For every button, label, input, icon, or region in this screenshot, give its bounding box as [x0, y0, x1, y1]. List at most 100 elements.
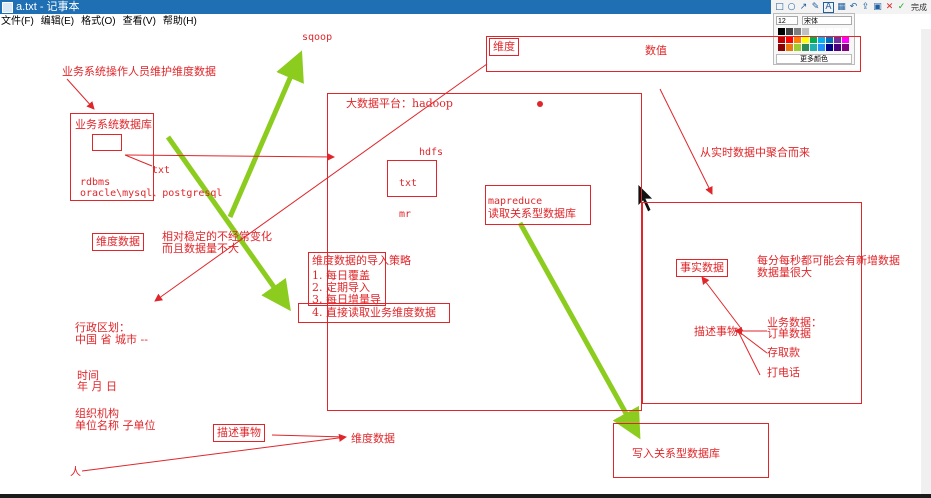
font-size-select[interactable]: 12 — [776, 16, 798, 25]
small-volume-label: 而且数据量不大 — [162, 242, 239, 255]
admin-region-levels: 中国 省 城市 -- — [75, 333, 148, 346]
color-swatch[interactable] — [818, 28, 825, 35]
time-label: 时间 — [77, 369, 99, 382]
menu-help[interactable]: 帮助(H) — [162, 16, 197, 27]
biz-db-box — [70, 113, 154, 201]
color-swatch[interactable] — [778, 44, 785, 51]
rdbms-label: rdbms — [80, 177, 111, 188]
arrow-tool-icon[interactable]: ↗ — [799, 1, 808, 12]
color-swatch[interactable] — [810, 36, 817, 43]
mapreduce-box — [485, 185, 591, 225]
menu-edit[interactable]: 编辑(E) — [40, 16, 75, 27]
font-family-select[interactable]: 宋体 — [802, 16, 852, 25]
color-swatch[interactable] — [794, 28, 801, 35]
notepad-text-area[interactable]: sqoop 业务系统操作人员维护维度数据 业务系统数据库 txt rdbms o… — [0, 29, 921, 494]
color-swatch[interactable] — [834, 36, 841, 43]
more-colors-button[interactable]: 更多颜色 — [776, 54, 852, 64]
text-tool-icon[interactable]: A — [823, 1, 834, 13]
hdfs-box — [387, 160, 437, 197]
biz-db-label: 业务系统数据库 — [75, 118, 152, 131]
window-title: a.txt - 记事本 — [16, 1, 80, 13]
share-icon[interactable]: ⇪ — [861, 1, 870, 12]
strategy-item-4: 4. 直接读取业务维度数据 — [312, 306, 436, 319]
relatively-stable-label: 相对稳定的不经常变化 — [162, 230, 272, 243]
dim-data-box: 维度数据 — [92, 233, 144, 251]
menu-bar: 文件(F) 编辑(E) 格式(O) 查看(V) 帮助(H) — [0, 14, 931, 29]
color-swatch[interactable] — [786, 36, 793, 43]
every-second-label: 每分每秒都可能会有新增数据 — [757, 254, 900, 267]
biz-db-inner-box — [92, 134, 122, 151]
dim-data-bottom-label: 维度数据 — [351, 432, 395, 445]
deposit-label: 存取款 — [767, 346, 800, 359]
color-swatch[interactable] — [834, 28, 841, 35]
save-icon[interactable]: ▣ — [873, 1, 882, 12]
strategy-title: 维度数据的导入策略 — [312, 254, 411, 267]
order-data-label: 订单数据 — [767, 327, 811, 340]
biz-maintain-label: 业务系统操作人员维护维度数据 — [62, 65, 216, 78]
phone-label: 打电话 — [767, 366, 800, 379]
color-swatch[interactable] — [818, 44, 825, 51]
undo-icon[interactable]: ↶ — [849, 1, 858, 12]
color-swatch[interactable] — [826, 28, 833, 35]
strategy-item-4-box — [298, 303, 450, 323]
biz-data-label: 业务数据： — [767, 316, 822, 329]
strategy-box — [308, 252, 386, 306]
done-button[interactable]: 完成 — [911, 2, 927, 12]
person-label: 人 — [70, 465, 81, 478]
mapreduce-label: mapreduce — [488, 196, 543, 207]
sqoop-label: sqoop — [302, 32, 333, 43]
text-style-palette: 12 宋体 更多颜色 — [773, 13, 855, 65]
large-volume-label: 数据量很大 — [757, 266, 812, 279]
pen-tool-icon[interactable]: ✎ — [811, 1, 820, 12]
txt-label-1: txt — [152, 165, 171, 176]
menu-view[interactable]: 查看(V) — [122, 16, 156, 27]
color-swatch[interactable] — [802, 28, 809, 35]
vertical-scrollbar[interactable] — [921, 29, 931, 494]
color-swatch[interactable] — [818, 36, 825, 43]
mosaic-tool-icon[interactable]: ▦ — [837, 1, 846, 12]
color-swatch[interactable] — [778, 28, 785, 35]
write-relational-box — [613, 423, 769, 478]
hdfs-label: hdfs — [419, 147, 444, 158]
annotation-toolbar: □ ○ ↗ ✎ A ▦ ↶ ⇪ ▣ ✕ ✓ 完成 — [771, 0, 931, 14]
describe-things-box: 描述事物 — [213, 424, 265, 442]
color-swatch[interactable] — [810, 28, 817, 35]
txt-label-2: txt — [399, 178, 418, 189]
color-swatch[interactable] — [778, 36, 785, 43]
admin-region-label: 行政区划： — [75, 321, 130, 334]
describe-things-label-2: 描述事物 — [694, 325, 738, 338]
color-swatch[interactable] — [842, 44, 849, 51]
color-swatch[interactable] — [810, 44, 817, 51]
menu-file[interactable]: 文件(F) — [1, 16, 34, 27]
color-swatch[interactable] — [794, 44, 801, 51]
fact-box — [642, 202, 862, 404]
measure-label: 数值 — [645, 44, 667, 57]
color-swatches — [778, 28, 854, 51]
title-bar: a.txt - 记事本 — [0, 0, 931, 14]
read-relational-label: 读取关系型数据库 — [488, 207, 576, 220]
confirm-icon[interactable]: ✓ — [897, 1, 906, 12]
header-box — [486, 36, 861, 72]
color-swatch[interactable] — [794, 36, 801, 43]
write-relational-label: 写入关系型数据库 — [632, 447, 720, 460]
strategy-item-2: 2. 定期导入 — [312, 281, 370, 294]
color-swatch[interactable] — [826, 44, 833, 51]
menu-format[interactable]: 格式(O) — [81, 16, 116, 27]
color-swatch[interactable] — [842, 36, 849, 43]
color-swatch[interactable] — [826, 36, 833, 43]
dim-header-box: 维度 — [489, 38, 519, 56]
notepad-icon — [2, 2, 13, 13]
color-swatch[interactable] — [786, 44, 793, 51]
ellipse-tool-icon[interactable]: ○ — [787, 1, 796, 12]
mr-label: mr — [399, 209, 412, 220]
rectangle-tool-icon[interactable]: □ — [775, 1, 784, 12]
color-swatch[interactable] — [802, 36, 809, 43]
org-label: 组织机构 — [75, 407, 119, 420]
color-swatch[interactable] — [786, 28, 793, 35]
aggregate-label: 从实时数据中聚合而来 — [700, 146, 810, 159]
close-icon[interactable]: ✕ — [885, 1, 894, 12]
bigdata-platform-label: 大数据平台：hadoop — [346, 97, 453, 110]
color-swatch[interactable] — [842, 28, 849, 35]
color-swatch[interactable] — [834, 44, 841, 51]
color-swatch[interactable] — [802, 44, 809, 51]
